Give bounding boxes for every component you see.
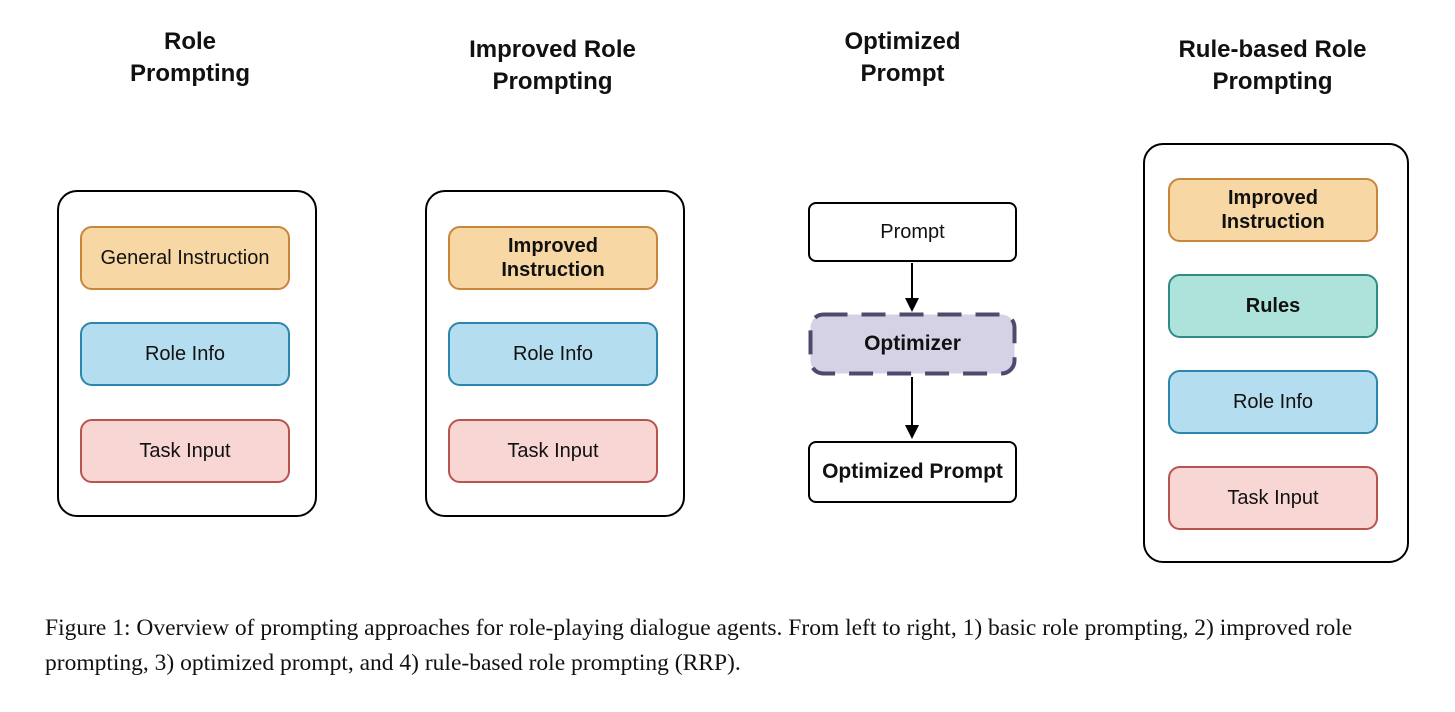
role-info-box: Role Info (448, 322, 658, 386)
rule-based-role-prompting-container: Improved Instruction Rules Role Info Tas… (1143, 143, 1409, 563)
optimizer-label: Optimizer (864, 332, 961, 355)
task-input-box: Task Input (448, 419, 658, 483)
optimizer-box: Optimizer (808, 312, 1017, 376)
role-info-box: Role Info (80, 322, 290, 386)
column-title-improved-role-prompting: Improved Role Prompting (469, 36, 636, 95)
column-title-role-prompting: Role Prompting (130, 28, 250, 87)
improved-role-prompting-container: Improved Instruction Role Info Task Inpu… (425, 190, 685, 517)
general-instruction-box: General Instruction (80, 226, 290, 290)
arrow-down-icon (902, 263, 922, 313)
optimized-prompt-box: Optimized Prompt (808, 441, 1017, 503)
optimizer-dashed-outline (808, 312, 1017, 376)
improved-instruction-box: Improved Instruction (448, 226, 658, 290)
role-prompting-container: General Instruction Role Info Task Input (57, 190, 317, 517)
task-input-box: Task Input (1168, 466, 1378, 530)
role-info-box: Role Info (1168, 370, 1378, 434)
improved-instruction-box: Improved Instruction (1168, 178, 1378, 242)
arrow-down-icon (902, 377, 922, 440)
task-input-box: Task Input (80, 419, 290, 483)
column-title-rule-based-role-prompting: Rule-based Role Prompting (1178, 36, 1367, 95)
column-title-optimized-prompt: Optimized Prompt (844, 28, 961, 87)
prompt-box: Prompt (808, 202, 1017, 262)
rules-box: Rules (1168, 274, 1378, 338)
figure-caption: Figure 1: Overview of prompting approach… (45, 615, 1353, 676)
